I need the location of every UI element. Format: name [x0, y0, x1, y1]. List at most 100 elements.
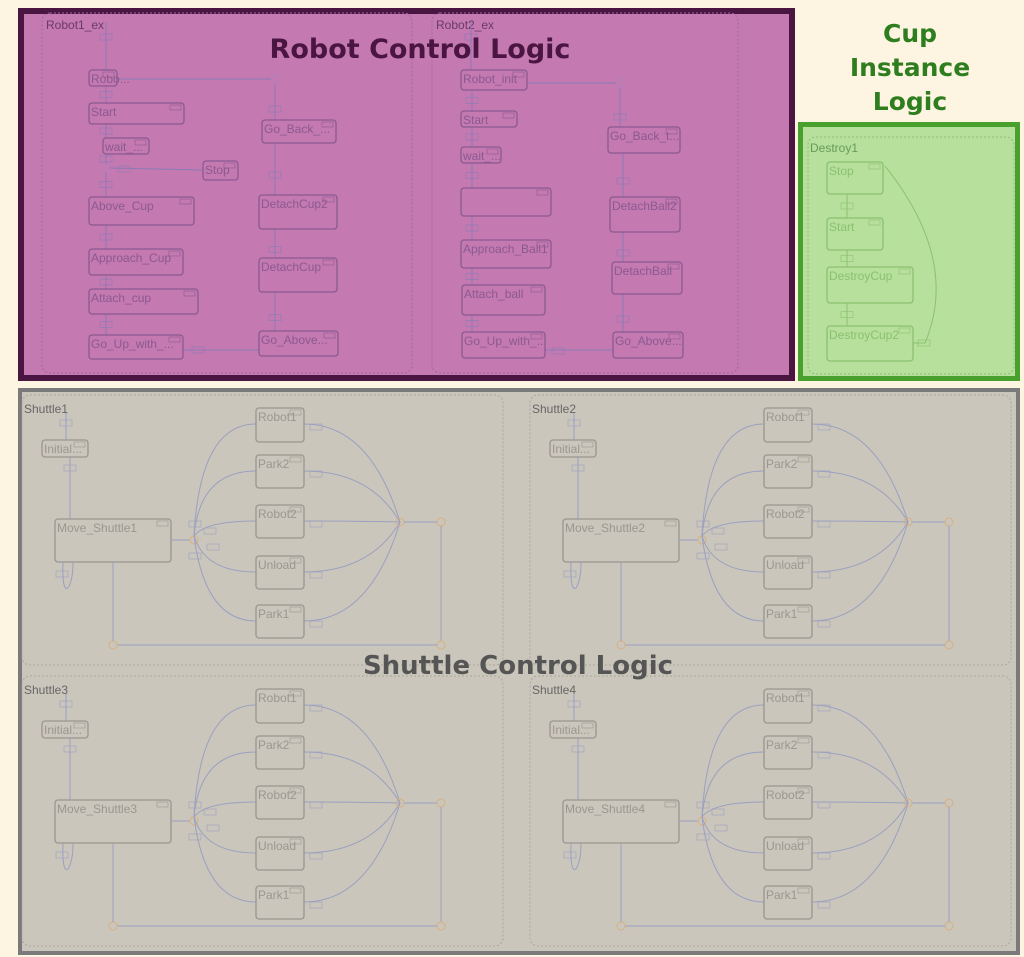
state-robot2-1[interactable]: Start: [460, 110, 518, 128]
transition-arrow[interactable]: [303, 470, 401, 523]
state-box[interactable]: [763, 785, 813, 820]
transition-arrow[interactable]: [701, 816, 765, 903]
transition-arrow[interactable]: [811, 521, 909, 622]
state-park2[interactable]: Park2: [255, 454, 305, 489]
transition-arrow[interactable]: [701, 704, 765, 818]
transition-label-icon[interactable]: [616, 249, 630, 257]
state-box[interactable]: [607, 126, 681, 154]
state-box[interactable]: [763, 604, 813, 639]
transition-label-icon[interactable]: [817, 571, 831, 579]
transition-arrow[interactable]: [303, 802, 401, 854]
transition-arrow[interactable]: [701, 801, 765, 818]
state-park1[interactable]: Park1: [763, 604, 813, 639]
transition-arrow[interactable]: [701, 423, 765, 537]
transition-label-icon[interactable]: [203, 808, 217, 816]
state-robot2[interactable]: Robot2: [255, 785, 305, 820]
transition-arrow[interactable]: [303, 704, 401, 804]
transition-label-icon[interactable]: [309, 423, 323, 431]
transition-label-icon[interactable]: [117, 165, 131, 173]
transition-label-icon[interactable]: [817, 620, 831, 628]
transition-arrow[interactable]: [303, 521, 401, 622]
transition-label-icon[interactable]: [616, 177, 630, 185]
transition-label-icon[interactable]: [465, 273, 479, 280]
state-robot2-9[interactable]: DetachBall2: [609, 196, 681, 233]
state-robot2-3[interactable]: [460, 187, 552, 217]
transition-label-icon[interactable]: [268, 246, 282, 253]
transition-arrow[interactable]: [193, 816, 257, 903]
state-box[interactable]: [88, 334, 184, 360]
transition-label-icon[interactable]: [567, 419, 581, 427]
state-unload[interactable]: Unload: [255, 836, 305, 871]
transition-arrow[interactable]: [193, 816, 257, 854]
state-box[interactable]: [255, 836, 305, 871]
transition-label-icon[interactable]: [55, 851, 69, 859]
state-box[interactable]: [763, 836, 813, 871]
transition-arrow[interactable]: [193, 535, 257, 622]
transition-arrow[interactable]: [884, 165, 937, 344]
state-destroy-2[interactable]: DestroyCup: [826, 266, 914, 304]
state-robot1-11[interactable]: Go_Back_...: [261, 119, 337, 144]
state-box[interactable]: [258, 257, 338, 293]
state-box[interactable]: [460, 110, 518, 128]
state-park1[interactable]: Park1: [255, 604, 305, 639]
state-box[interactable]: [102, 137, 150, 155]
transition-label-icon[interactable]: [613, 113, 627, 121]
transition-label-icon[interactable]: [188, 833, 202, 841]
transition-arrow[interactable]: [811, 470, 909, 523]
state-robot1-10[interactable]: DetachCup2: [258, 194, 338, 230]
transition-label-icon[interactable]: [309, 520, 323, 528]
transition-label-icon[interactable]: [616, 315, 630, 323]
transition-arrow[interactable]: [193, 423, 257, 537]
state-box[interactable]: [255, 785, 305, 820]
transition-label-icon[interactable]: [309, 852, 323, 860]
transition-arrow[interactable]: [193, 751, 257, 818]
state-box[interactable]: [88, 102, 185, 125]
transition-label-icon[interactable]: [191, 346, 205, 354]
transition-arrow[interactable]: [811, 704, 909, 804]
state-box[interactable]: [763, 454, 813, 489]
transition-label-icon[interactable]: [309, 704, 323, 712]
transition-arrow[interactable]: [193, 520, 257, 537]
state-box[interactable]: [460, 239, 552, 269]
state-robot1-4[interactable]: Above_Cup: [88, 196, 195, 226]
transition-arrow[interactable]: [62, 842, 74, 870]
transition-label-icon[interactable]: [563, 851, 577, 859]
state-robot2-7[interactable]: Go_Above...: [612, 331, 684, 359]
state-box[interactable]: [763, 407, 813, 443]
transition-label-icon[interactable]: [99, 33, 113, 41]
transition-label-icon[interactable]: [696, 520, 710, 528]
transition-label-icon[interactable]: [99, 233, 113, 241]
state-box[interactable]: [460, 146, 502, 164]
transition-label-icon[interactable]: [817, 852, 831, 860]
state-robot1-1[interactable]: Start: [88, 102, 185, 125]
state-box[interactable]: [88, 196, 195, 226]
state-box[interactable]: [461, 331, 546, 359]
state-box[interactable]: [255, 604, 305, 639]
state-robot1-0[interactable]: Robo...: [88, 69, 130, 87]
state-destroy-0[interactable]: Stop: [826, 161, 884, 195]
state-box[interactable]: [460, 69, 528, 91]
transition-label-icon[interactable]: [63, 745, 77, 753]
transition-label-icon[interactable]: [268, 171, 282, 179]
transition-label-icon[interactable]: [817, 901, 831, 909]
transition-arrow[interactable]: [701, 520, 765, 537]
state-box[interactable]: [88, 69, 118, 87]
state-box[interactable]: [258, 330, 339, 357]
transition-label-icon[interactable]: [188, 520, 202, 528]
transition-label-icon[interactable]: [817, 751, 831, 759]
transition-arrow[interactable]: [303, 802, 401, 903]
transition-label-icon[interactable]: [59, 419, 73, 427]
state-robot1-7[interactable]: Go_Up_with_...: [88, 334, 184, 360]
transition-label-icon[interactable]: [817, 470, 831, 478]
state-robot1[interactable]: Robot1: [763, 407, 813, 443]
transition-label-icon[interactable]: [571, 464, 585, 472]
state-box[interactable]: [255, 735, 305, 770]
state-box[interactable]: [255, 688, 305, 724]
transition-label-icon[interactable]: [465, 320, 479, 327]
state-robot1-6[interactable]: Attach_cup: [88, 288, 199, 315]
state-box[interactable]: [88, 288, 199, 315]
transition-arrow[interactable]: [193, 535, 257, 573]
state-destroy-3[interactable]: DestroyCup2: [826, 325, 914, 362]
transition-label-icon[interactable]: [714, 543, 728, 551]
transition-label-icon[interactable]: [696, 801, 710, 809]
